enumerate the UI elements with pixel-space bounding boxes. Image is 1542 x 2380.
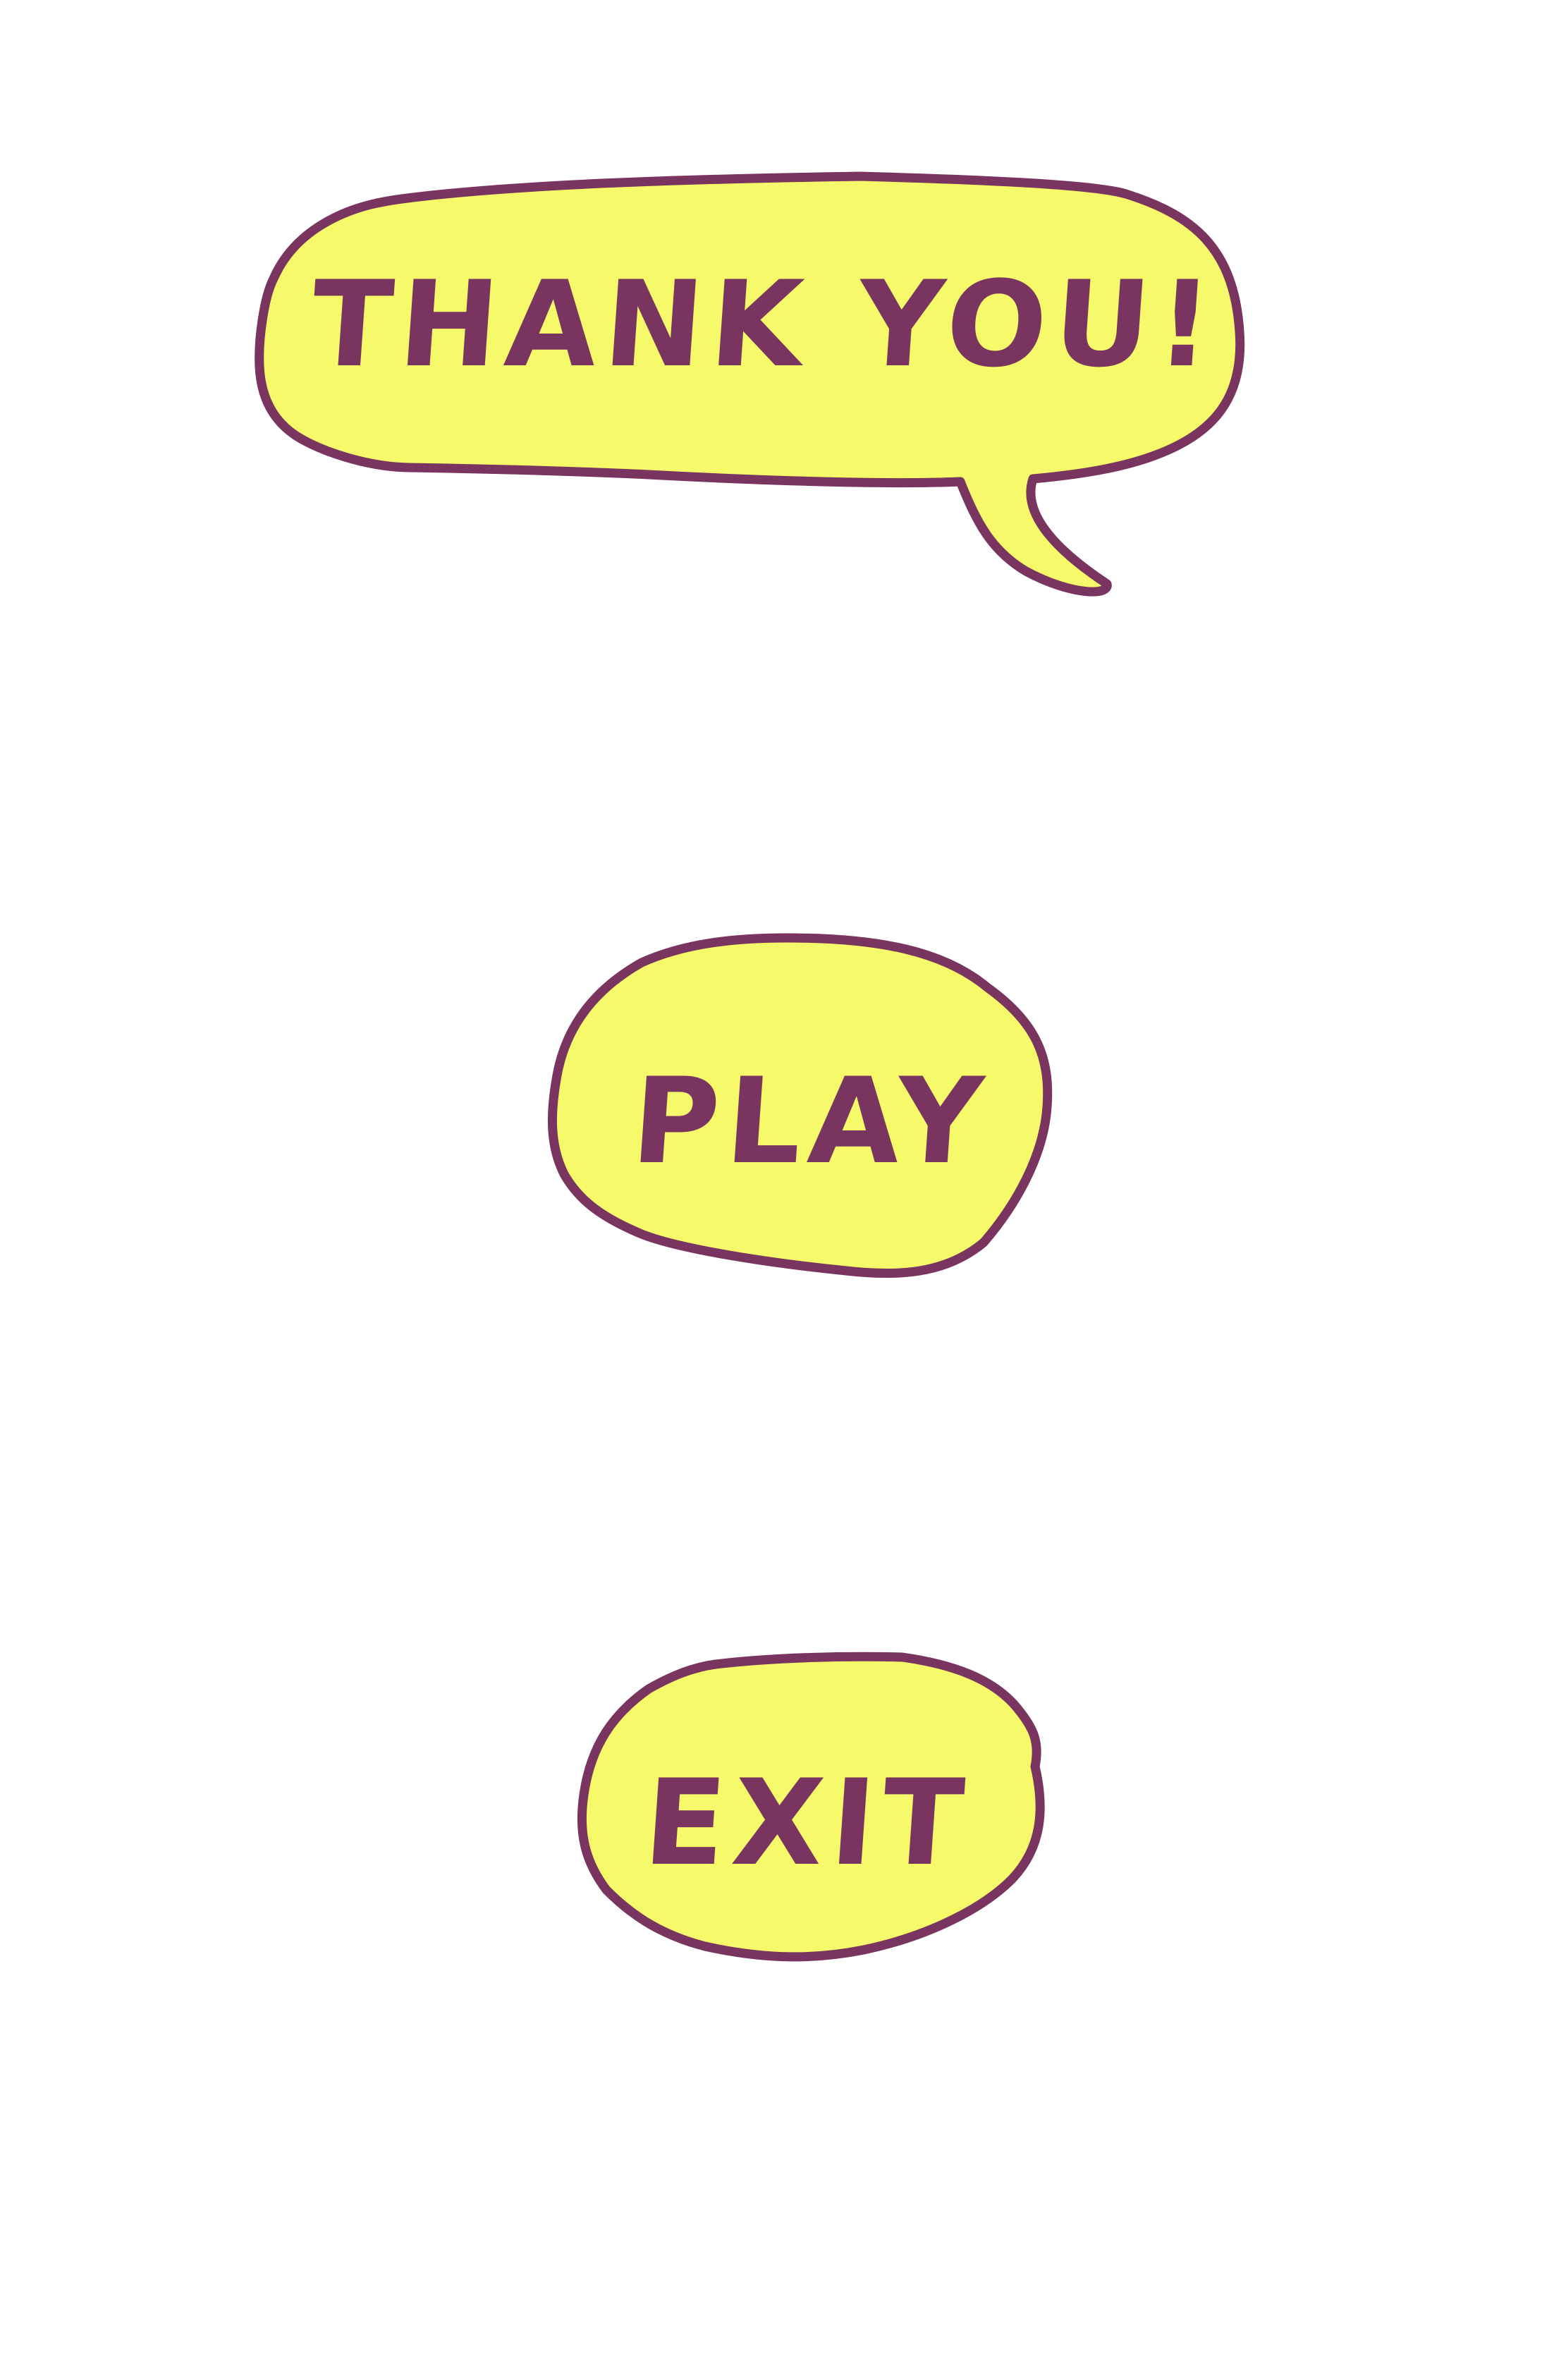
play-button-outline [547,933,1053,1279]
speech-bubble-outline [255,171,1245,597]
exit-button-outline [577,1652,1045,1962]
